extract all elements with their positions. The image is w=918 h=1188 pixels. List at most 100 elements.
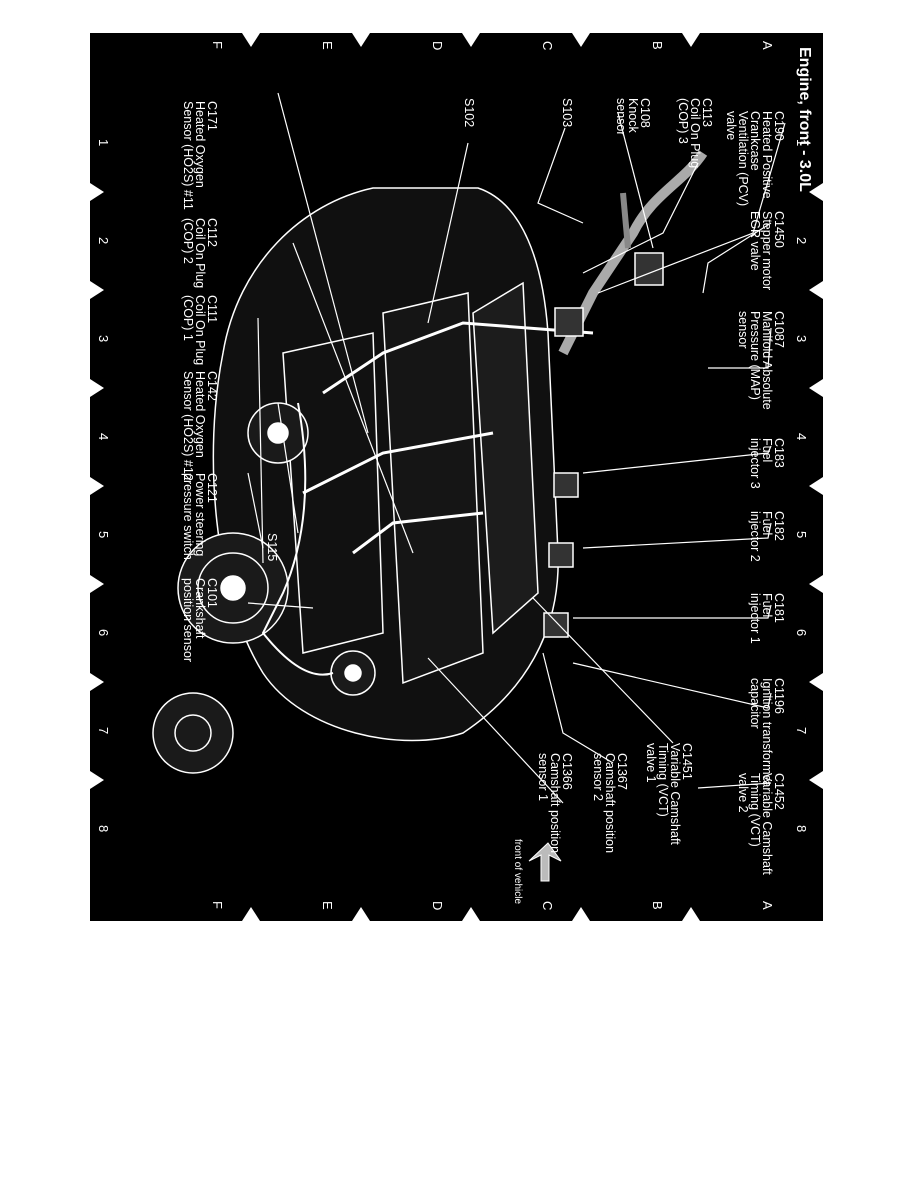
label-line: S102 [462, 98, 476, 128]
grid-row-label: A [760, 901, 775, 910]
label-line: Manifold Absolute [760, 311, 774, 410]
grid-row-label: D [430, 901, 445, 911]
label-line: C111 [205, 295, 219, 324]
label-line: pressure switch [181, 473, 195, 560]
grid-column-label: 1 [96, 139, 111, 147]
label-line: Heated Oxygen [193, 371, 207, 458]
grid-column-label: 8 [794, 825, 809, 833]
grid-marker [90, 183, 104, 201]
grid-marker [90, 477, 104, 495]
grid-column-label: 7 [96, 727, 111, 735]
grid-column-label: 3 [794, 335, 809, 343]
label-line: S103 [560, 98, 574, 128]
grid-marker [90, 575, 104, 593]
grid-row-label: B [650, 901, 665, 910]
label-line: C182 [772, 511, 786, 541]
label-line: C113 [700, 98, 714, 127]
grid-row-label: C [540, 41, 555, 51]
label-line: injector 1 [748, 593, 762, 644]
grid-markers [90, 33, 823, 921]
label-line: injector 2 [748, 511, 762, 562]
grid-marker [352, 907, 370, 921]
grid-column-label: 3 [96, 335, 111, 343]
grid-column-label: 4 [794, 433, 809, 441]
label-line: Knock [626, 98, 640, 133]
grid-marker [809, 673, 823, 691]
label-s102: S102 [462, 98, 476, 128]
grid-marker [809, 379, 823, 397]
grid-row-label: E [320, 901, 335, 910]
grid-marker [90, 379, 104, 397]
label-line: S115 [265, 533, 279, 562]
label-line: C1366 [560, 753, 574, 790]
label-line: C1452 [772, 773, 786, 810]
front-arrow-icon [528, 842, 562, 882]
label-line: C1367 [615, 753, 629, 790]
grid-marker [242, 33, 260, 47]
engine-illustration [152, 150, 708, 774]
label-line: Ignition transformer [760, 678, 774, 786]
grid-column-label: 2 [794, 237, 809, 245]
grid-row-label: D [430, 41, 445, 51]
label-line: C183 [772, 438, 786, 468]
grid-marker [809, 771, 823, 789]
label-line: sensor [614, 98, 628, 136]
label-line: Heated Oxygen [193, 101, 207, 188]
grid-column-label: 1 [794, 139, 809, 147]
grid-marker [682, 907, 700, 921]
label-line: Ventilation (PCV) [736, 111, 750, 207]
label-line: injector 3 [748, 438, 762, 489]
grid-marker [809, 183, 823, 201]
grid-column-label: 4 [96, 433, 111, 441]
leader-lines [247, 92, 786, 804]
label-line: Pressure (MAP) [748, 311, 762, 400]
grid-marker [809, 477, 823, 495]
grid-column-label: 5 [96, 531, 111, 539]
label-line: C121 [205, 473, 219, 503]
grid-column-label: 8 [96, 825, 111, 833]
label-line: C1196 [772, 678, 786, 714]
grid-row-label: F [210, 901, 225, 909]
label-line: C1450 [772, 211, 786, 248]
label-line: C1087 [772, 311, 786, 348]
label-line: Coil On Plug [193, 218, 207, 289]
grid-column-label: 7 [794, 727, 809, 735]
grid-column-label: 2 [96, 237, 111, 245]
label-s115: S115 [265, 533, 279, 562]
label-line: C171 [205, 101, 219, 131]
grid-marker [352, 33, 370, 47]
grid-row-label: E [320, 41, 335, 50]
label-line: Power steering [193, 473, 207, 557]
grid-marker [809, 575, 823, 593]
label-line: position sensor [181, 578, 195, 663]
label-line: Variable Camshaft [760, 773, 774, 875]
grid-marker [462, 907, 480, 921]
label-line: Variable Camshaft [668, 743, 682, 845]
grid-row-label: A [760, 41, 775, 50]
grid-row-label: C [540, 901, 555, 911]
grid-column-label: 5 [794, 531, 809, 539]
label-line: C101 [205, 578, 219, 608]
label-line: Coil On Plug [688, 98, 702, 169]
label-line: C1451 [680, 743, 694, 780]
grid-marker [462, 33, 480, 47]
label-s103: S103 [560, 98, 574, 128]
grid-marker [90, 673, 104, 691]
label-line: Crankshaft [193, 578, 207, 639]
engine-diagram-svg [90, 33, 823, 921]
